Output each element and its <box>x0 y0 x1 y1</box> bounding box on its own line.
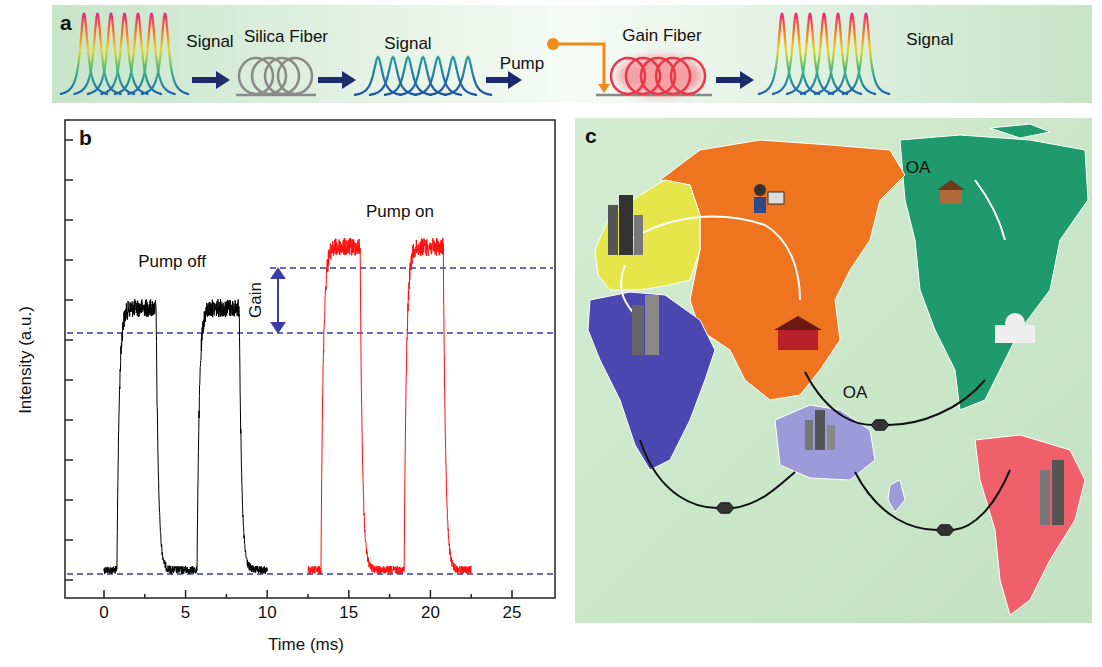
stage-label: Silica Fiber <box>244 28 328 47</box>
axis-ticks <box>65 140 512 598</box>
y-tick <box>65 499 73 501</box>
pump-label: Pump <box>500 55 544 74</box>
panel-ground <box>575 118 1092 623</box>
x-tick <box>348 590 350 598</box>
x-tick <box>470 594 472 598</box>
x-tick <box>185 590 187 598</box>
y-tick <box>65 459 73 461</box>
x-tick <box>511 590 513 598</box>
silica-fiber-coil <box>236 58 316 95</box>
x-tick <box>307 594 309 598</box>
axis-title: Time (ms) <box>268 636 344 655</box>
tick-label: 0 <box>99 604 108 623</box>
y-tick <box>65 419 73 421</box>
map-label: OA <box>906 159 931 178</box>
x-tick <box>389 594 391 598</box>
y-tick <box>65 579 73 581</box>
y-tick <box>65 219 73 221</box>
panel-letter: a <box>60 11 72 35</box>
x-tick <box>430 590 432 598</box>
panel: c <box>575 118 1092 623</box>
x-tick <box>144 594 146 598</box>
y-tick <box>65 379 73 381</box>
y-tick <box>65 539 73 541</box>
panel-letter: c <box>585 124 597 148</box>
y-tick <box>65 139 73 141</box>
amplifier-hexagon <box>871 420 889 430</box>
y-tick <box>65 179 73 181</box>
trace-line <box>104 299 267 574</box>
tick-label: 20 <box>421 604 440 623</box>
tick-label: 25 <box>503 604 522 623</box>
pump-input <box>547 38 610 93</box>
trace-line <box>308 238 471 574</box>
tick-label: 10 <box>258 604 277 623</box>
series-label: Pump on <box>366 203 434 222</box>
y-tick <box>65 299 73 301</box>
panel-letter: b <box>79 126 92 150</box>
amplifier-symbols <box>716 420 954 535</box>
coil-loop <box>278 58 312 94</box>
panel: b <box>65 120 555 598</box>
signal-pulses <box>60 13 890 95</box>
intensity-traces <box>104 238 471 574</box>
stage-label: Signal <box>384 35 431 54</box>
plot-frame <box>65 120 555 598</box>
reference-lines <box>67 268 553 574</box>
y-tick <box>65 339 73 341</box>
stage-label: Gain Fiber <box>622 27 701 46</box>
pulse-curve <box>842 13 890 94</box>
panel: a <box>52 5 1092 103</box>
buildings <box>608 180 1064 525</box>
stage-label: Signal <box>186 33 233 52</box>
land-links <box>621 180 1005 320</box>
gain-label: Gain <box>247 282 266 318</box>
pulse-curve <box>141 13 189 94</box>
amplifier-hexagon <box>936 525 954 535</box>
coil-loop <box>671 58 705 94</box>
tick-label: 5 <box>181 604 190 623</box>
gain-fiber-coil <box>596 56 712 96</box>
tick-label: 15 <box>339 604 358 623</box>
x-tick <box>266 590 268 598</box>
series-label: Pump off <box>138 253 206 272</box>
x-tick <box>103 590 105 598</box>
panel-ground <box>52 5 1092 103</box>
gain-arrow <box>272 269 284 332</box>
x-tick <box>226 594 228 598</box>
stage-label: Signal <box>906 31 953 50</box>
undersea-cables <box>640 372 1010 530</box>
axis-title: Intensity (a.u.) <box>17 306 36 414</box>
world-map <box>588 124 1088 615</box>
y-tick <box>65 259 73 261</box>
amplifier-hexagon <box>716 503 734 513</box>
pulse-curve <box>444 57 492 95</box>
coil-loop <box>656 58 690 94</box>
map-label: OA <box>843 384 868 403</box>
